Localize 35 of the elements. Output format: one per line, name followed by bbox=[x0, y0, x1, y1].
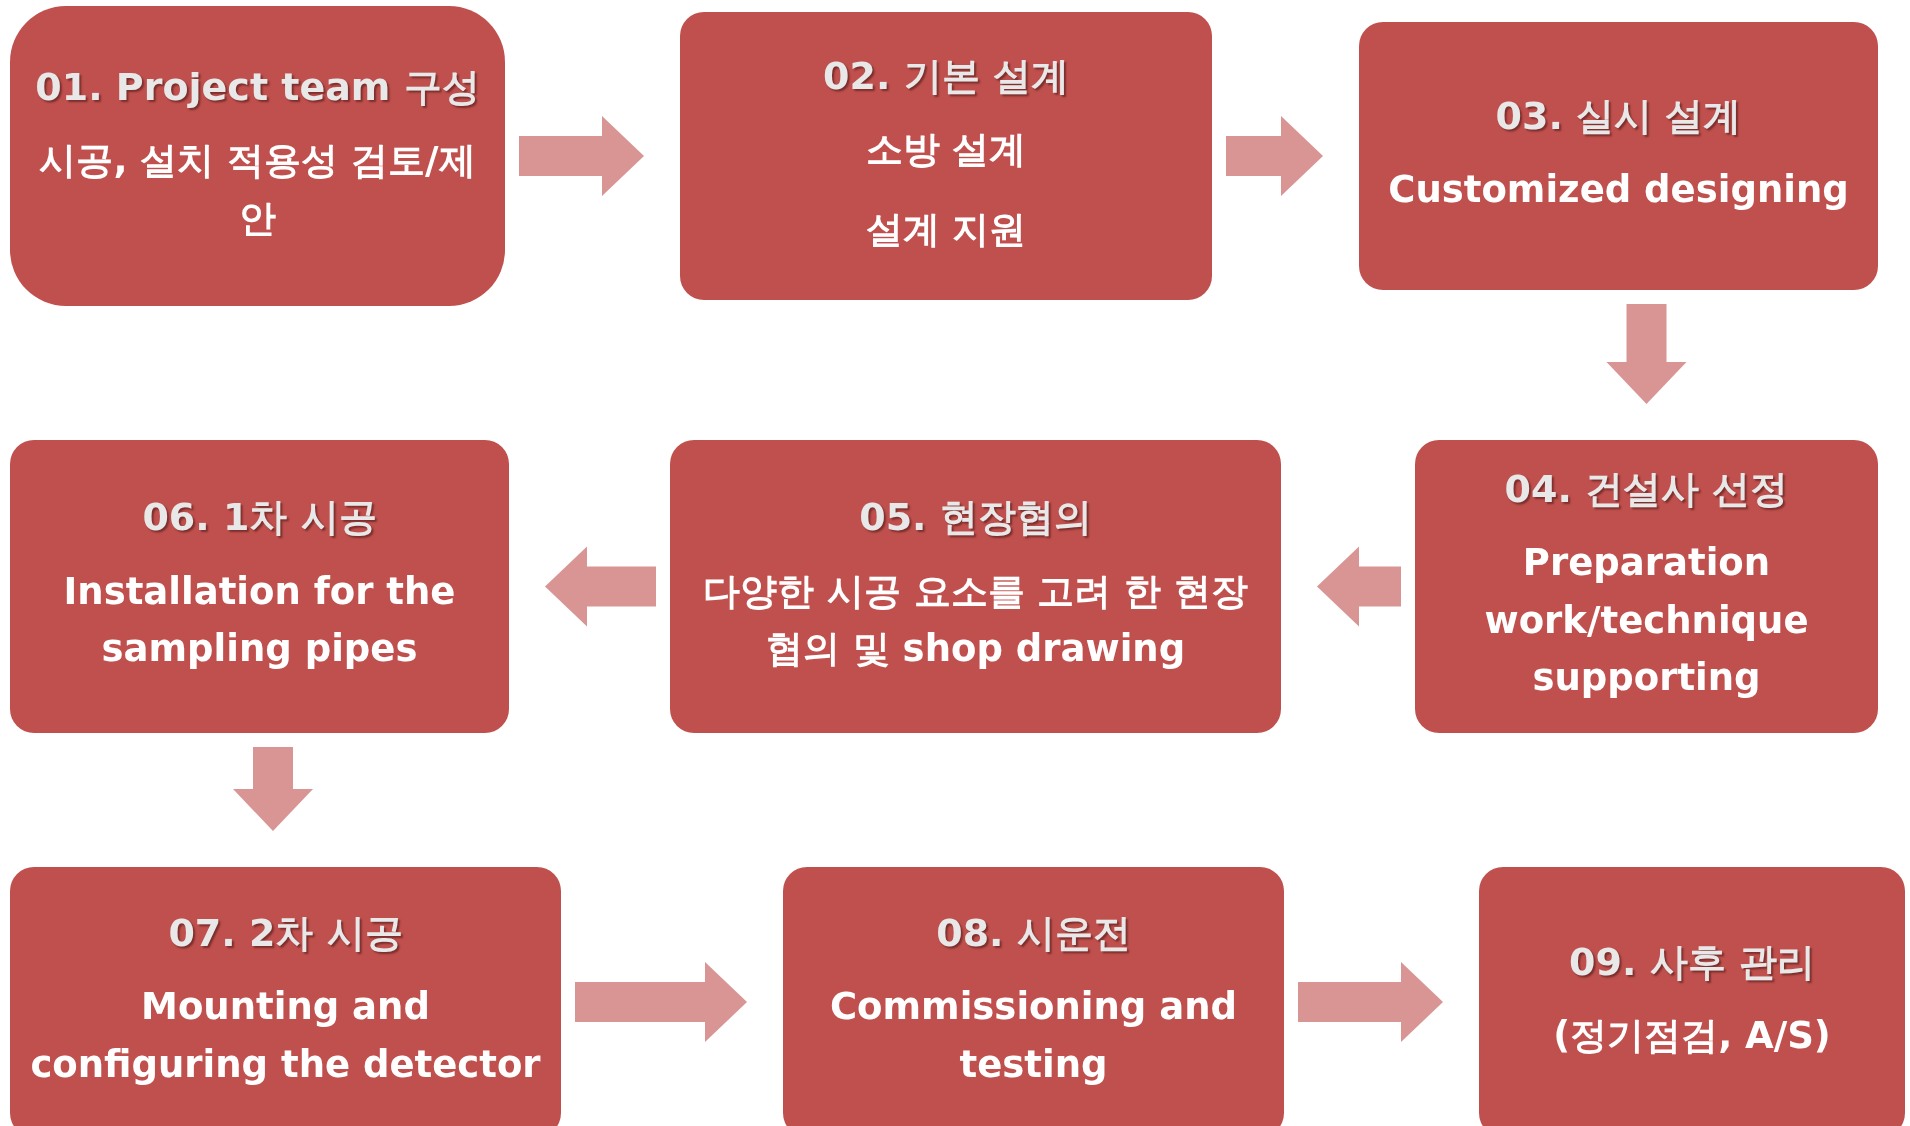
arrow bbox=[545, 546, 656, 627]
step-heading: 02. 기본 설계 bbox=[823, 53, 1069, 100]
step-description: Commissioning and testing bbox=[828, 984, 1238, 1088]
step-description: 시공, 설치 적용성 검토/제안 bbox=[38, 138, 477, 242]
step-description: Installation for the sampling pipes bbox=[62, 568, 457, 673]
step-description: Customized designing bbox=[1388, 167, 1849, 214]
process-box bbox=[1359, 22, 1878, 290]
process-box bbox=[1415, 440, 1878, 733]
process-box bbox=[1479, 867, 1905, 1126]
step-description: 소방 설계 bbox=[865, 127, 1027, 174]
step-heading: 09. 사후 관리 bbox=[1569, 939, 1815, 986]
process-box bbox=[680, 12, 1212, 300]
process-box bbox=[10, 867, 561, 1126]
arrow bbox=[1226, 116, 1323, 196]
step-description: 다양한 시공 요소를 고려 한 현장 협의 및 shop drawing bbox=[701, 568, 1250, 673]
arrow bbox=[519, 116, 644, 196]
arrow bbox=[575, 962, 747, 1042]
step-heading: 03. 실시 설계 bbox=[1495, 93, 1742, 140]
arrow bbox=[1317, 546, 1401, 627]
step-description: Preparation work/technique supporting bbox=[1483, 540, 1810, 701]
arrow bbox=[233, 747, 313, 831]
step-heading: 07. 2차 시공 bbox=[168, 910, 403, 957]
step-description: (정기점검, A/S) bbox=[1553, 1013, 1831, 1060]
step-heading: 06. 1차 시공 bbox=[142, 495, 377, 541]
process-box bbox=[783, 867, 1284, 1126]
process-box bbox=[670, 440, 1281, 733]
process-box bbox=[10, 440, 509, 733]
step-description: 설계 지원 bbox=[865, 206, 1027, 253]
step-heading: 04. 건설사 선정 bbox=[1504, 466, 1789, 513]
step-heading: 01. Project team 구성 bbox=[35, 64, 480, 111]
step-description: Mounting and configuring the detector bbox=[29, 984, 542, 1088]
step-heading: 08. 시운전 bbox=[936, 910, 1131, 957]
step-heading: 05. 현장협의 bbox=[859, 495, 1092, 541]
arrow bbox=[1606, 304, 1687, 404]
process-box bbox=[10, 6, 505, 306]
